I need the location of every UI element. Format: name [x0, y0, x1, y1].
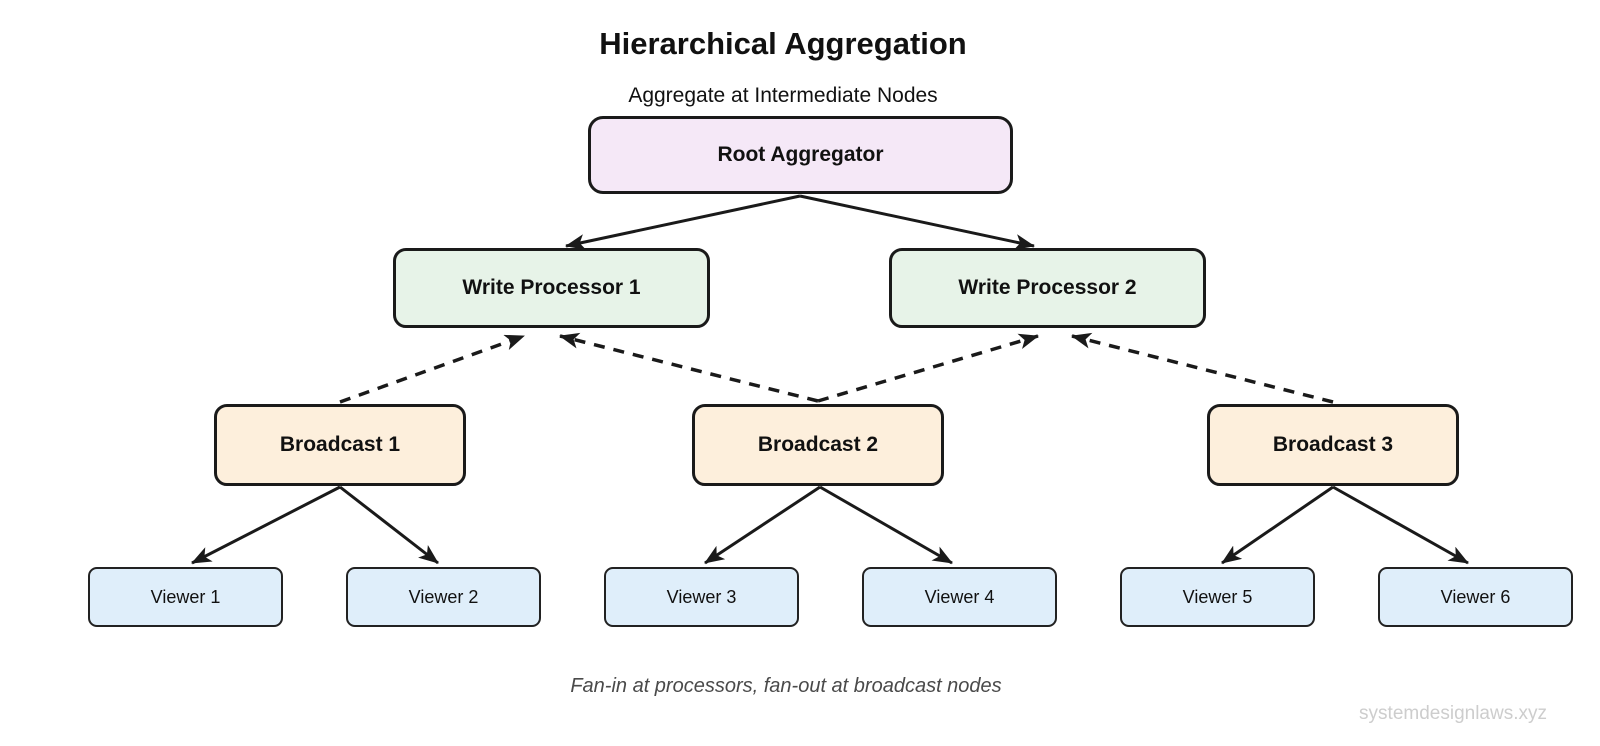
node-broadcast-2-label: Broadcast 2: [757, 433, 879, 456]
node-viewer-6: Viewer 6: [1378, 567, 1573, 627]
edge-broadcast-2-to-write-processor-2: [817, 333, 1039, 403]
edge-broadcast-1-to-viewer-2: [339, 485, 439, 565]
diagram-title: Hierarchical Aggregation: [599, 26, 967, 61]
node-broadcast-1: Broadcast 1: [214, 404, 466, 486]
diagram-subtitle: Aggregate at Intermediate Nodes: [628, 84, 938, 107]
node-viewer-1-label: Viewer 1: [150, 586, 221, 607]
node-viewer-6-label: Viewer 6: [1440, 586, 1511, 607]
node-viewer-2: Viewer 2: [346, 567, 541, 627]
node-viewer-3-label: Viewer 3: [666, 586, 737, 607]
node-viewer-1: Viewer 1: [88, 567, 283, 627]
node-write-processor-1-label: Write Processor 1: [462, 276, 641, 299]
edge-broadcast-2-to-viewer-4: [819, 485, 953, 565]
edge-broadcast-2-to-viewer-3: [704, 485, 821, 565]
node-broadcast-1-label: Broadcast 1: [279, 433, 401, 456]
node-viewer-3: Viewer 3: [604, 567, 799, 627]
node-viewer-4-label: Viewer 4: [924, 586, 995, 607]
edge-broadcast-3-to-viewer-6: [1332, 485, 1469, 565]
node-root-aggregator: Root Aggregator: [588, 116, 1013, 194]
edge-broadcast-2-to-write-processor-1: [559, 332, 819, 403]
node-viewer-4: Viewer 4: [862, 567, 1057, 627]
edge-broadcast-1-to-viewer-1: [191, 485, 341, 565]
edge-root-to-write-processor-1: [565, 194, 801, 250]
node-write-processor-2: Write Processor 2: [889, 248, 1206, 328]
edge-broadcast-1-to-write-processor-1: [339, 334, 525, 404]
node-broadcast-2: Broadcast 2: [692, 404, 944, 486]
node-viewer-5-label: Viewer 5: [1182, 586, 1253, 607]
node-viewer-5: Viewer 5: [1120, 567, 1315, 627]
node-viewer-2-label: Viewer 2: [408, 586, 479, 607]
node-broadcast-3-label: Broadcast 3: [1272, 433, 1394, 456]
edge-broadcast-3-to-write-processor-2: [1071, 332, 1334, 404]
edge-root-to-write-processor-2: [799, 194, 1035, 250]
node-root-aggregator-label: Root Aggregator: [717, 143, 884, 166]
node-write-processor-1: Write Processor 1: [393, 248, 710, 328]
edge-broadcast-3-to-viewer-5: [1221, 485, 1334, 565]
node-broadcast-3: Broadcast 3: [1207, 404, 1459, 486]
watermark-text: systemdesignlaws.xyz: [1359, 703, 1547, 724]
node-write-processor-2-label: Write Processor 2: [958, 276, 1137, 299]
diagram-caption: Fan-in at processors, fan-out at broadca…: [570, 675, 1002, 697]
